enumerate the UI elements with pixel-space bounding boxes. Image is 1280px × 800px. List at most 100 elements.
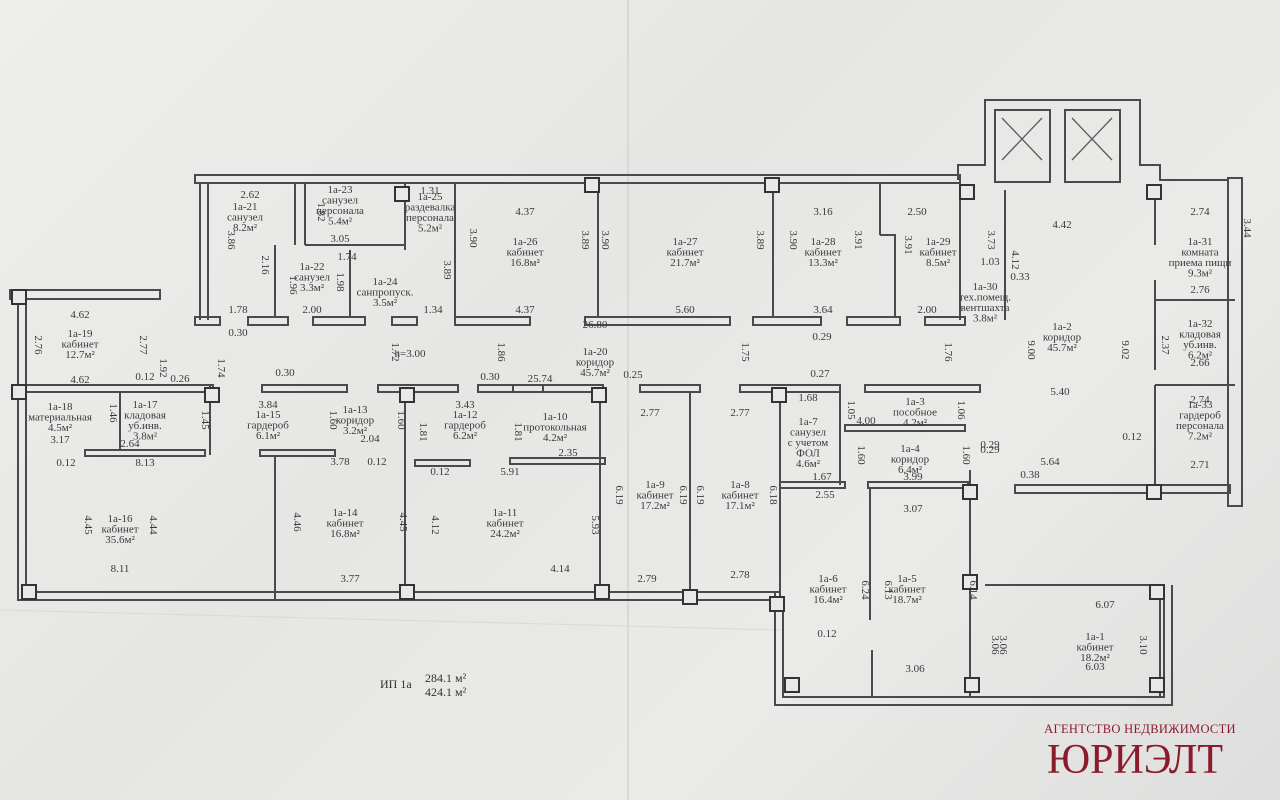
dimension-label: 3.90 <box>467 228 479 248</box>
columns <box>11 177 1165 693</box>
dimension-label: 2.37 <box>1159 335 1171 355</box>
area-totals: ИП 1а 284.1 м² 424.1 м² <box>380 671 467 699</box>
dimension-label: 2.77 <box>137 335 149 355</box>
dimension-label: 5.93 <box>589 515 601 535</box>
dimension-label: 9.02 <box>1119 340 1131 359</box>
dimension-label: 3.84 <box>258 399 278 411</box>
dimension-label: 0.30 <box>275 367 295 379</box>
walls <box>9 99 1243 706</box>
dimension-label: 4.42 <box>1052 219 1071 231</box>
dimension-label: 2.64 <box>120 438 140 450</box>
dimension-label: 3.05 <box>330 233 350 245</box>
dimension-label: 1.98 <box>334 272 346 292</box>
dimension-label: 0.12 <box>430 466 449 478</box>
dimension-label: 6.24 <box>859 580 871 600</box>
dimension-label: 1.78 <box>228 304 248 316</box>
dimension-label: 1.60 <box>327 410 339 430</box>
dimension-label: 4.62 <box>70 309 89 321</box>
dimension-label: 6.19 <box>677 485 689 505</box>
dimension-label: 3.89 <box>441 260 453 280</box>
dimension-label: 6.19 <box>694 485 706 505</box>
dimension-label: 1.46 <box>107 403 119 423</box>
dimension-label: 0.29 <box>980 444 1000 456</box>
dimension-label: 2.00 <box>917 304 937 316</box>
dimension-label: 4.37 <box>515 206 535 218</box>
dimension-label: 6.18 <box>767 485 779 505</box>
dimension-label: 4.37 <box>515 304 535 316</box>
dimension-label: 3.10 <box>1137 635 1149 655</box>
dimension-label: 0.29 <box>812 331 832 343</box>
dimension-label: 2.50 <box>907 206 927 218</box>
agency-logo: АГЕНТСТВО НЕДВИЖИМОСТИ ЮРИЭЛТ <box>1044 722 1235 783</box>
dimension-label: 3.43 <box>455 399 475 411</box>
dimension-label: 0.12 <box>367 456 386 468</box>
dimension-label: 0.12 <box>1122 431 1141 443</box>
dimension-label: 3.89 <box>579 230 591 250</box>
dimension-label: 2.78 <box>730 569 750 581</box>
dimension-label: 3.89 <box>754 230 766 250</box>
dimension-label: 1.31 <box>420 185 439 197</box>
dimension-label: 3.86 <box>225 230 237 250</box>
dimension-label: 1.60 <box>960 445 972 465</box>
dimension-label: 0.30 <box>480 371 500 383</box>
dimension-label: 2.74 <box>1190 394 1210 406</box>
dimension-label: 1.60 <box>395 410 407 430</box>
dimension-label: 6.13 <box>882 580 894 600</box>
dimension-label: 6.07 <box>1095 599 1115 611</box>
dimension-label: 2.76 <box>1190 284 1210 296</box>
dimension-label: 1.68 <box>798 392 818 404</box>
dimension-label: 2.79 <box>637 573 657 585</box>
dimension-label: 5.64 <box>1040 456 1060 468</box>
dimension-label: 5.91 <box>500 466 519 478</box>
dimension-label: 3.06 <box>989 635 1001 655</box>
dimension-label: 2.00 <box>302 304 322 316</box>
dimension-label: 0.25 <box>623 369 643 381</box>
dimension-label: 3.64 <box>813 304 833 316</box>
dimension-label: 3.06 <box>997 635 1009 655</box>
dimension-label: 0.27 <box>810 368 830 380</box>
dimension-label: 2.66 <box>1190 357 1210 369</box>
dimension-label: 5.60 <box>675 304 695 316</box>
dimension-label: 8.13 <box>135 457 155 469</box>
dimension-label: 0.30 <box>228 327 248 339</box>
dimension-label: 3.17 <box>50 434 70 446</box>
logo-name: ЮРИЭЛТ <box>1047 737 1223 783</box>
dimension-label: 2.77 <box>640 407 660 419</box>
dimension-label: 0.26 <box>170 373 190 385</box>
dimension-label: 4.45 <box>397 512 409 532</box>
total-area-1: 284.1 м² <box>425 671 467 685</box>
dimension-label: 2.55 <box>815 489 835 501</box>
dimension-label: 1.96 <box>287 275 299 295</box>
dimension-label: 3.90 <box>787 230 799 250</box>
dimension-label: 3.78 <box>330 456 350 468</box>
dimension-label: 3.90 <box>599 230 611 250</box>
dimension-label: 2.16 <box>259 255 271 275</box>
total-area-2: 424.1 м² <box>425 685 467 699</box>
dimension-label: 2.76 <box>32 335 44 355</box>
dimension-label: 2.71 <box>1190 459 1209 471</box>
ceiling-height: h=3.00 <box>395 348 426 360</box>
dimension-label: 0.33 <box>1010 271 1030 283</box>
dimension-label: 2.62 <box>240 189 259 201</box>
